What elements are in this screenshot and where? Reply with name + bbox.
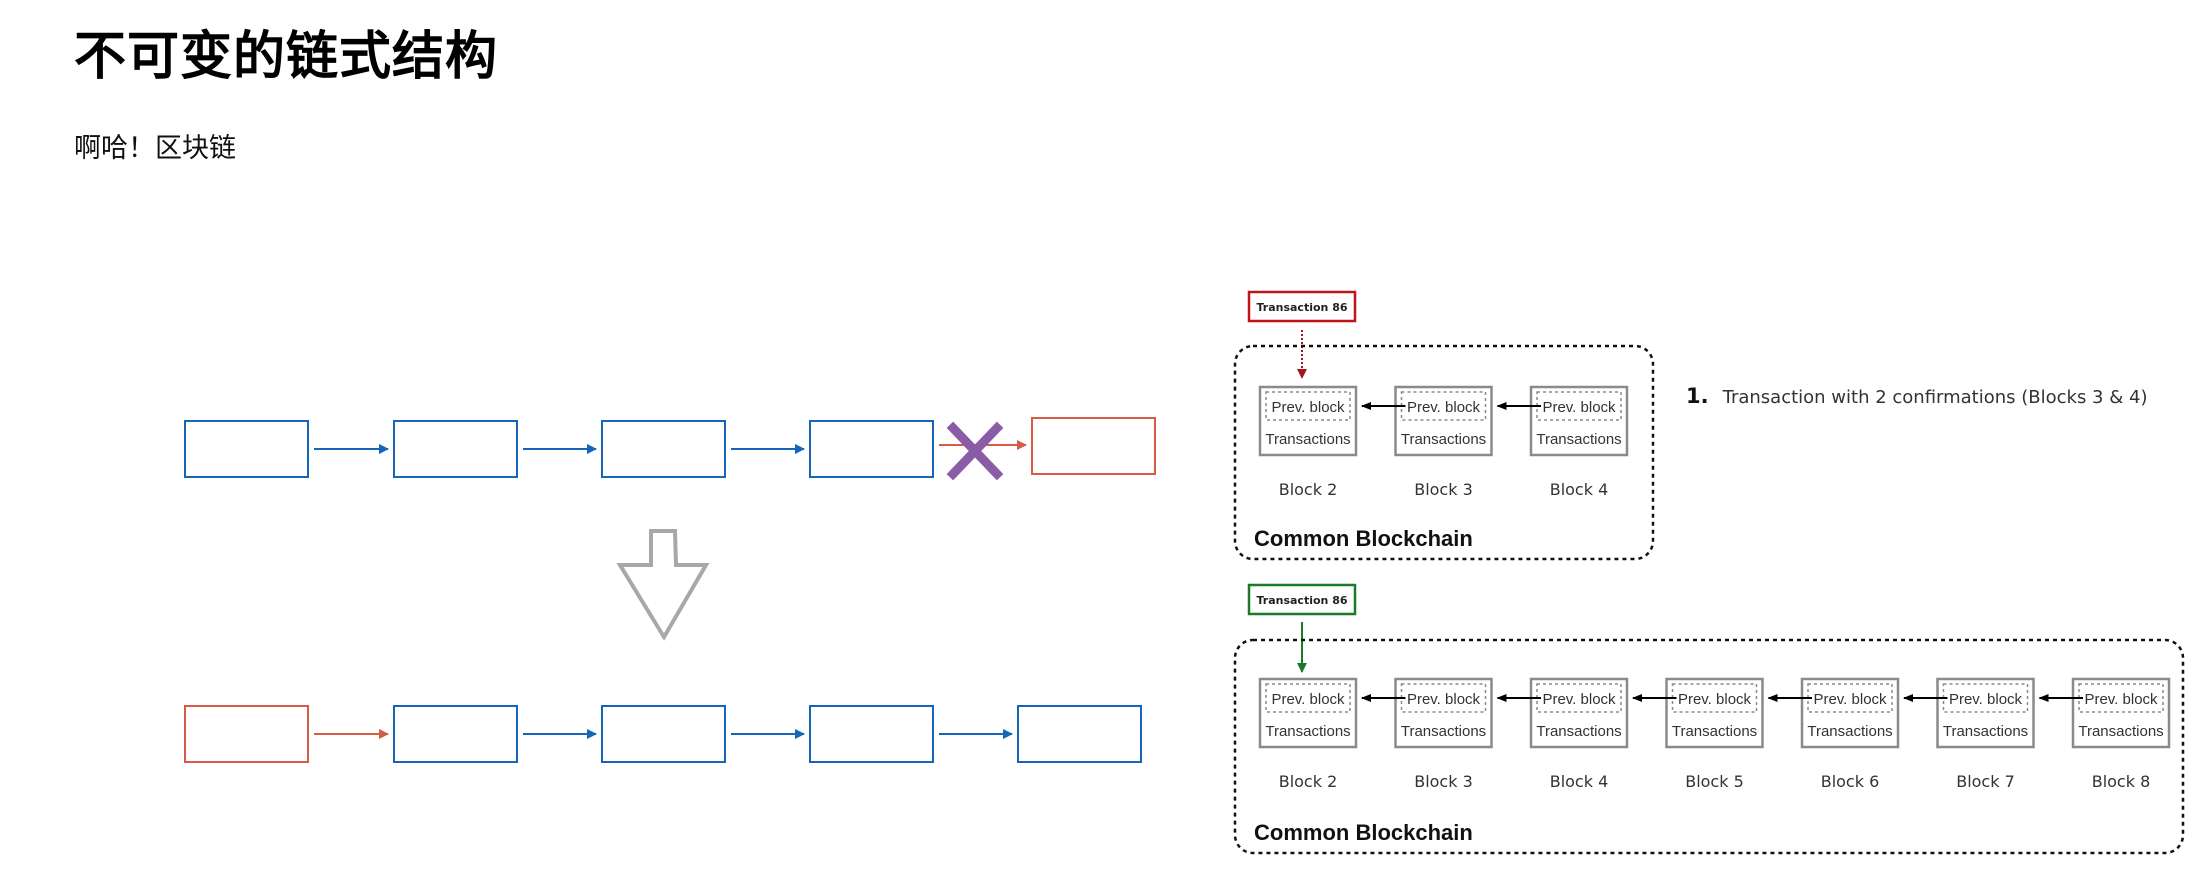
note-number: 1.	[1686, 384, 1709, 408]
chain-block-valid	[601, 705, 726, 763]
cross-icon	[946, 421, 1004, 481]
prev-block-label: Prev. block	[1813, 691, 1887, 708]
prev-block-label: Prev. block	[1271, 399, 1345, 416]
block-name: Block 5	[1685, 772, 1744, 791]
prev-block-label: Prev. block	[1271, 691, 1345, 708]
chain-block-valid	[393, 420, 518, 478]
chain-block-valid	[1017, 705, 1142, 763]
prev-block-label: Prev. block	[1542, 691, 1616, 708]
transaction-label: Transaction 86	[1256, 301, 1347, 314]
transactions-label: Transactions	[1265, 431, 1350, 448]
chain-row-before	[184, 417, 1156, 478]
confirmation-note: 1. Transaction with 2 confirmations (Bloc…	[1686, 384, 2147, 408]
block-name: Block 2	[1279, 480, 1338, 499]
transactions-label: Transactions	[1807, 723, 1892, 740]
transactions-label: Transactions	[1672, 723, 1757, 740]
prev-block-label: Prev. block	[1407, 399, 1481, 416]
transaction-confirmed: Transaction 86	[1247, 583, 1357, 673]
block-name: Block 2	[1279, 772, 1338, 791]
block-name: Block 7	[1956, 772, 2015, 791]
chain-block-valid	[393, 705, 518, 763]
prev-block-label: Prev. block	[1542, 399, 1616, 416]
transactions-label: Transactions	[1536, 431, 1621, 448]
chain-block-rejected	[1031, 417, 1156, 475]
transaction-label: Transaction 86	[1256, 594, 1347, 607]
chain-label-top: Common Blockchain	[1254, 526, 1473, 551]
page-subtitle: 啊哈！区块链	[74, 133, 236, 164]
transactions-label: Transactions	[1943, 723, 2028, 740]
blockchain-container-top	[1233, 344, 1655, 561]
prev-block-label: Prev. block	[1678, 691, 1752, 708]
transactions-label: Transactions	[1401, 431, 1486, 448]
block-name: Block 3	[1414, 772, 1473, 791]
prev-block-label: Prev. block	[1949, 691, 2023, 708]
blockchain-container-bottom	[1233, 638, 2185, 855]
prev-block-label: Prev. block	[2084, 691, 2158, 708]
chain-block-tampered	[184, 705, 309, 763]
page-title: 不可变的链式结构	[74, 27, 499, 87]
block-name: Block 3	[1414, 480, 1473, 499]
chain-label-bottom: Common Blockchain	[1254, 820, 1473, 845]
transactions-label: Transactions	[1401, 723, 1486, 740]
note-text: Transaction with 2 confirmations (Blocks…	[1722, 387, 2148, 408]
transaction-pending: Transaction 86	[1247, 290, 1357, 379]
block-name: Block 4	[1550, 480, 1609, 499]
transactions-label: Transactions	[1265, 723, 1350, 740]
transactions-label: Transactions	[1536, 723, 1621, 740]
chain-block-valid	[809, 420, 934, 478]
chain-block-valid	[809, 705, 934, 763]
chain-block-valid	[601, 420, 726, 478]
transactions-label: Transactions	[2078, 723, 2163, 740]
chain-block-valid	[184, 420, 309, 478]
block-name: Block 6	[1821, 772, 1880, 791]
down-arrow-icon	[616, 529, 710, 641]
block-name: Block 8	[2092, 772, 2151, 791]
block-name: Block 4	[1550, 772, 1609, 791]
chain-row-after	[184, 705, 1142, 763]
prev-block-label: Prev. block	[1407, 691, 1481, 708]
